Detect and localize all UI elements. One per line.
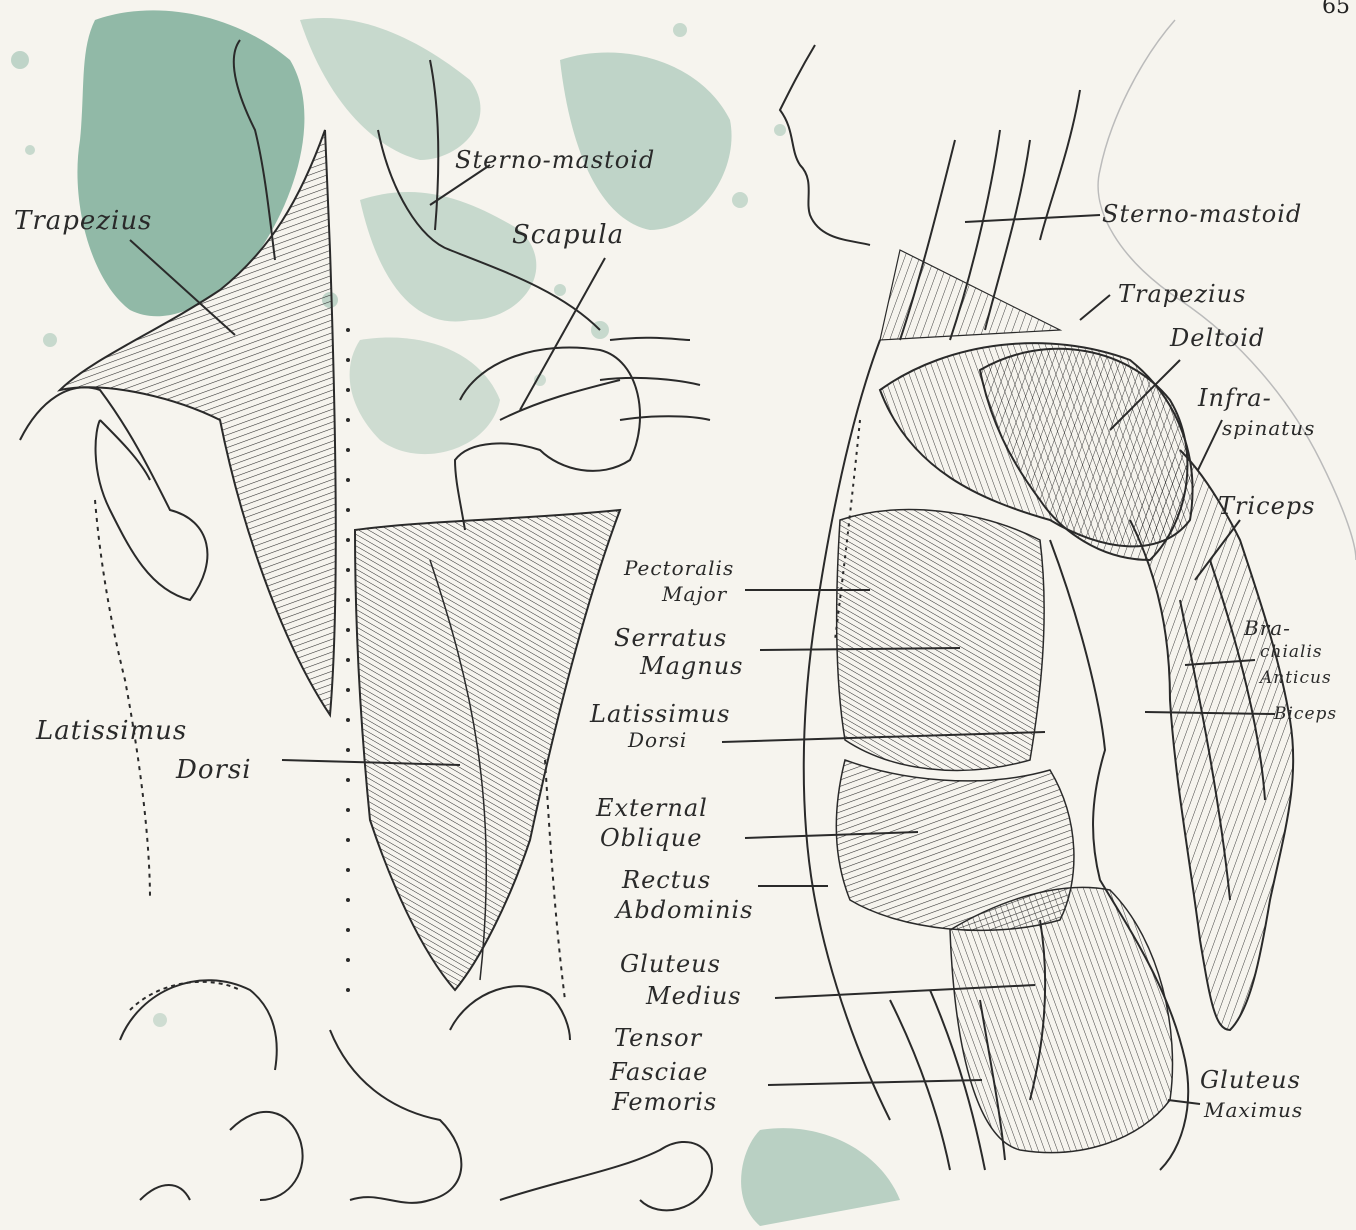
page-number: 65 bbox=[1322, 0, 1350, 19]
label-serratus-1: Serratus bbox=[614, 626, 727, 650]
label-infraspinatus-1: Infra- bbox=[1198, 386, 1272, 410]
label-tensor-2: Fasciae bbox=[610, 1060, 708, 1084]
label-pectoralis-2: Major bbox=[662, 584, 727, 604]
label-sterno-mastoid-left: Sterno-mastoid bbox=[455, 148, 655, 172]
label-latissimus-mid-2: Dorsi bbox=[628, 730, 687, 750]
label-tensor-3: Femoris bbox=[612, 1090, 717, 1114]
label-deltoid: Deltoid bbox=[1170, 326, 1265, 350]
label-sterno-mastoid-right: Sterno-mastoid bbox=[1102, 202, 1302, 226]
label-gluteus-medius-1: Gluteus bbox=[620, 952, 721, 976]
label-external-oblique-1: External bbox=[596, 796, 708, 820]
label-gluteus-medius-2: Medius bbox=[646, 984, 742, 1008]
label-brachialis-3: Anticus bbox=[1260, 670, 1332, 687]
label-rectus-1: Rectus bbox=[622, 868, 711, 892]
label-latissimus-mid-1: Latissimus bbox=[590, 702, 730, 726]
label-serratus-2: Magnus bbox=[640, 654, 743, 678]
label-latissimus-left-1: Latissimus bbox=[36, 718, 187, 744]
label-infraspinatus-2: spinatus bbox=[1222, 418, 1315, 438]
label-brachialis-2: chialis bbox=[1260, 644, 1323, 661]
label-biceps: Biceps bbox=[1274, 706, 1337, 723]
label-rectus-2: Abdominis bbox=[616, 898, 753, 922]
label-external-oblique-2: Oblique bbox=[600, 826, 702, 850]
label-gluteus-maximus-2: Maximus bbox=[1204, 1100, 1303, 1120]
label-trapezius-right: Trapezius bbox=[1118, 282, 1246, 306]
label-brachialis-1: Bra- bbox=[1244, 618, 1291, 638]
label-latissimus-left-2: Dorsi bbox=[176, 757, 252, 783]
label-pectoralis-1: Pectoralis bbox=[624, 558, 734, 578]
label-triceps: Triceps bbox=[1218, 494, 1315, 518]
label-scapula: Scapula bbox=[512, 222, 624, 248]
side-view-figure bbox=[780, 20, 1356, 1170]
label-trapezius-left: Trapezius bbox=[14, 208, 152, 234]
label-gluteus-maximus-1: Gluteus bbox=[1200, 1068, 1301, 1092]
label-tensor-1: Tensor bbox=[614, 1026, 702, 1050]
